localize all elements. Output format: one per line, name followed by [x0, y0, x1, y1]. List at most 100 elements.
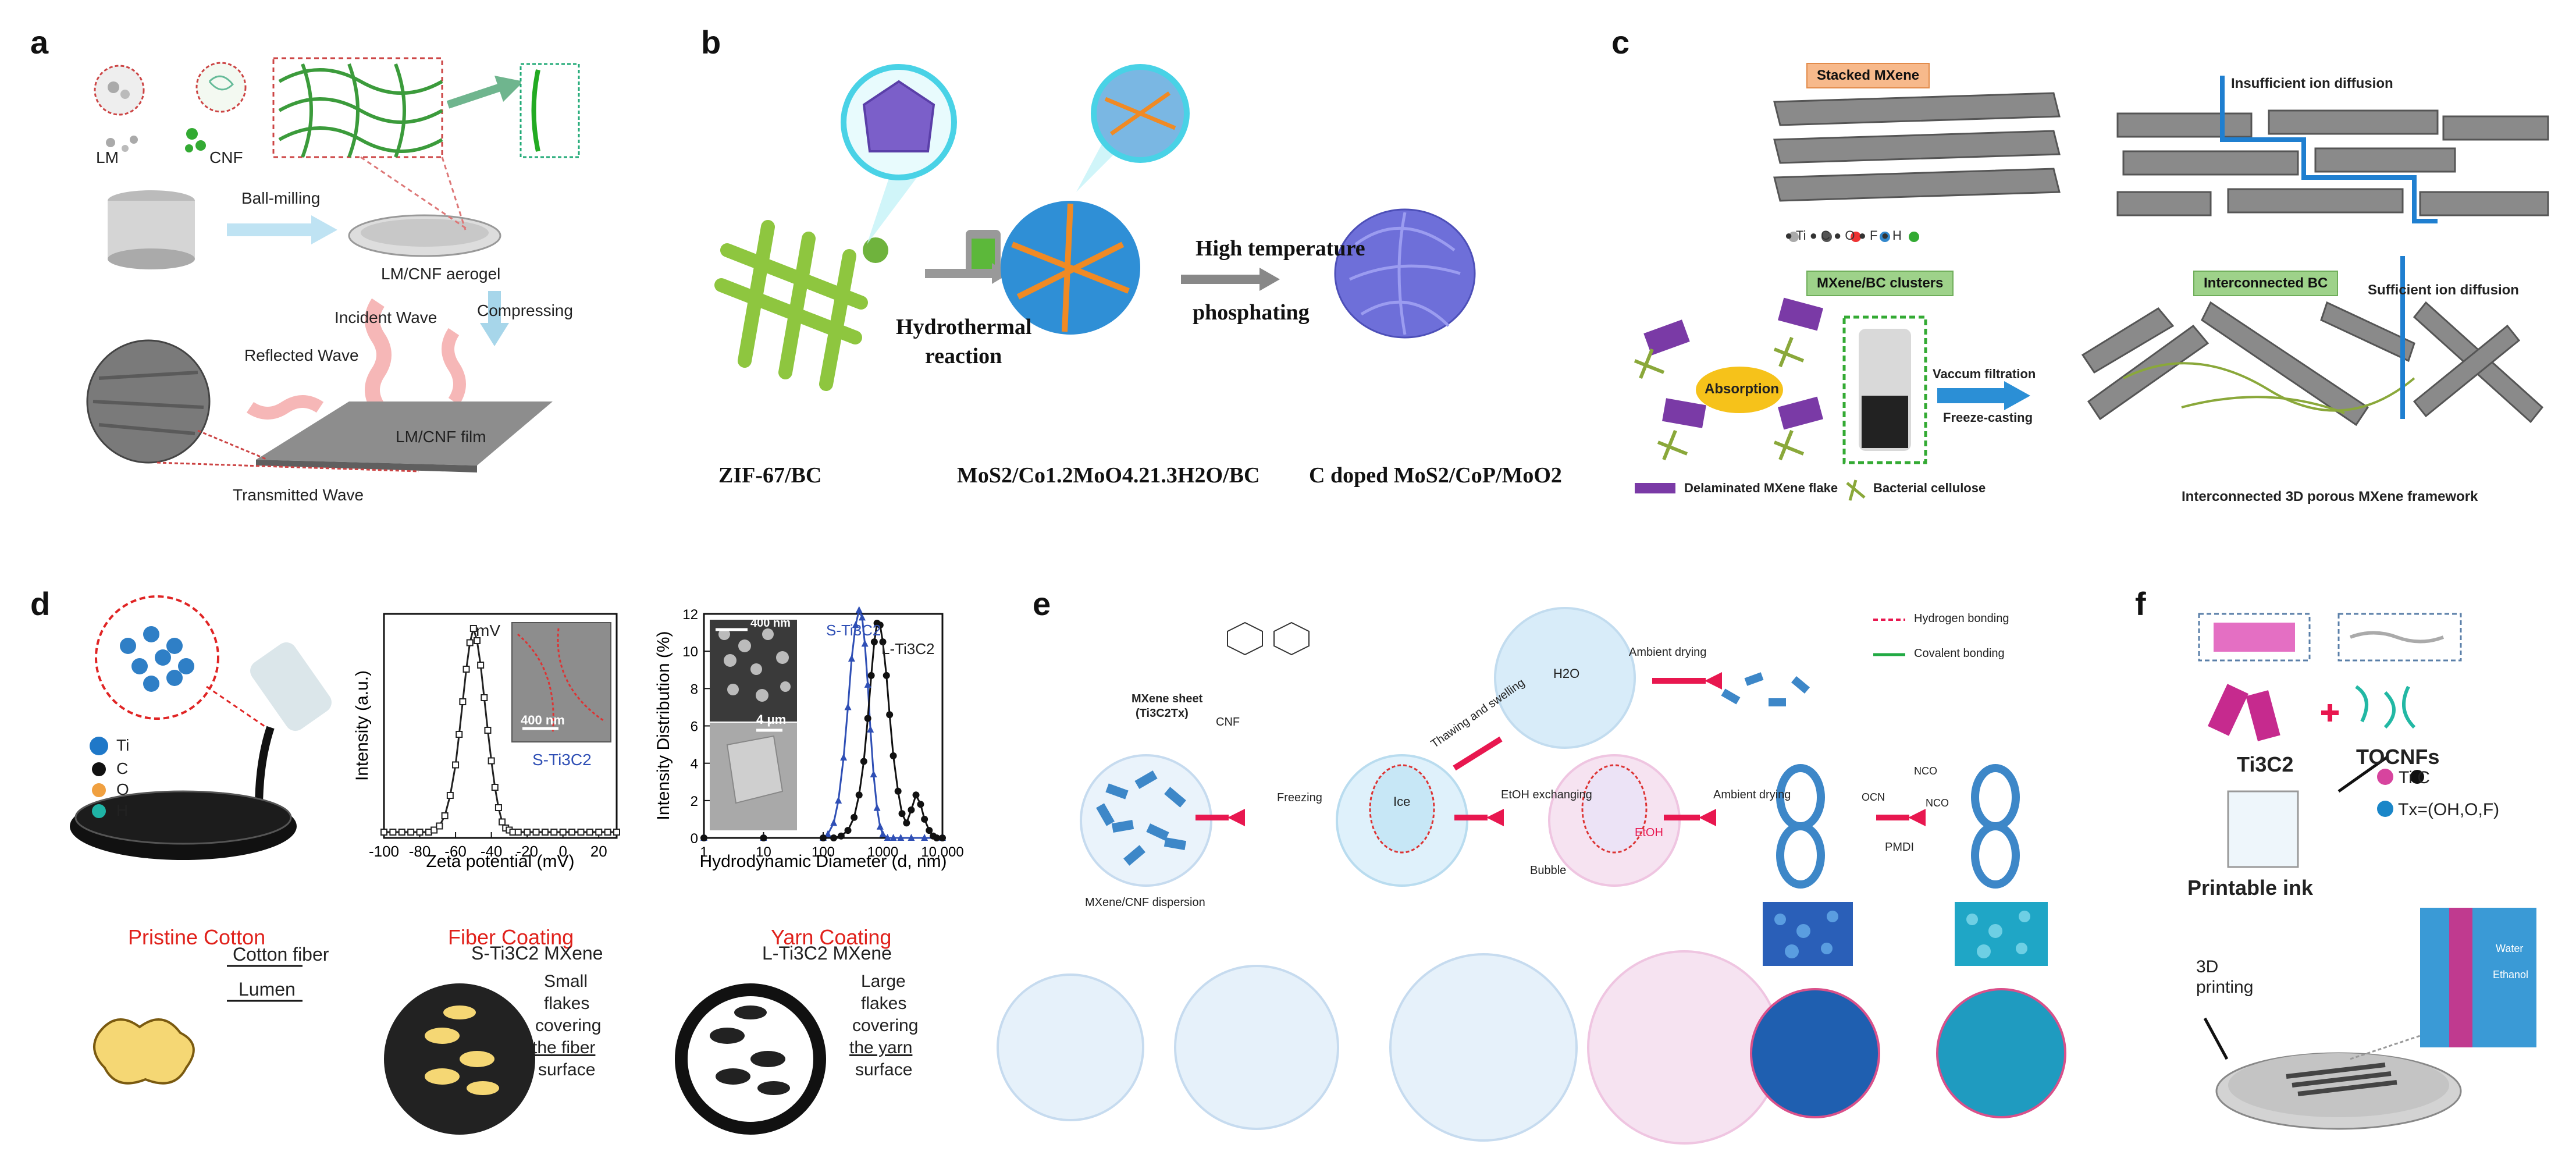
panel-b: b Hydrothermal reaction H — [669, 0, 1600, 559]
s-ti3c2-point — [889, 834, 897, 841]
dls-xtick-label: 10,000 — [921, 844, 963, 860]
dls-ytick-label: 10 — [682, 644, 698, 660]
dls-ytick-label: 2 — [691, 794, 698, 809]
s-ti3c2-point — [864, 680, 871, 688]
scale-400nm: 400 nm — [521, 713, 565, 727]
zeta-point — [430, 826, 438, 834]
zeta-point — [568, 829, 576, 836]
zeta-point — [446, 792, 454, 799]
cnf-label-e: CNF — [1216, 716, 1240, 729]
element-legend: ● Ti ● C ● O ● F ● H — [1785, 228, 1902, 243]
dls-xtick-label: 10 — [756, 844, 771, 860]
absorption-label: Absorption — [1705, 381, 1779, 397]
s-ti3c2-point — [855, 606, 863, 613]
l-ti3c2-point — [926, 827, 933, 834]
zeta-point — [416, 829, 424, 836]
pristine-caption: Pristine Cotton — [128, 925, 266, 949]
hydrogen-bonding-legend: Hydrogen bonding — [1914, 612, 2009, 625]
small-flakes-4: the fiber — [532, 1038, 596, 1057]
mxene-flake — [1111, 819, 1134, 833]
lumen-label: Lumen — [239, 979, 296, 1000]
l-ti3c2-point — [883, 671, 890, 679]
dls-ytick-label: 4 — [691, 756, 698, 772]
s-ti3c2-point — [852, 621, 859, 628]
zeta-point — [541, 829, 549, 836]
panel-label-c: c — [1611, 24, 1630, 61]
small-flakes-2: flakes — [544, 994, 590, 1013]
zeta-point — [481, 694, 488, 701]
framework-label: Interconnected 3D porous MXene framework — [2182, 489, 2478, 504]
zeta-point — [456, 731, 463, 738]
bubble-label: Bubble — [1530, 864, 1567, 877]
l-ti3c2-point — [864, 715, 871, 722]
l-ti3c2-point — [870, 638, 878, 646]
yarn-coating-caption: Yarn Coating — [771, 925, 892, 949]
ambient-drying-1: Ambient drying — [1629, 646, 1707, 659]
mxene-sheet-label: MXene sheet — [1132, 692, 1203, 705]
l-ti3c2-legend: L-Ti3C2 — [881, 640, 935, 658]
zeta-point — [613, 829, 620, 836]
panel-label-f: f — [2135, 585, 2146, 622]
c-legend: C — [116, 759, 129, 777]
s-ti3c2-point — [844, 703, 852, 710]
large-flakes-3: covering — [852, 1016, 919, 1035]
film-label: LM/CNF film — [396, 428, 486, 446]
etoh-exchanging-label: EtOH exchanging — [1501, 788, 1592, 801]
mxene-flake — [1105, 783, 1129, 800]
zeta-point — [469, 625, 477, 632]
zeta-point — [577, 829, 585, 836]
l-mxene-label: L-Ti3C2 MXene — [762, 943, 892, 964]
dispersion-label: MXene/CNF dispersion — [1085, 896, 1205, 909]
scale-4um: 4 μm — [756, 712, 787, 727]
pmdi-label: PMDI — [1885, 841, 1914, 854]
panel-b-illustration — [714, 64, 1476, 391]
compressing-label: Compressing — [477, 301, 573, 319]
s-ti3c2-point — [876, 822, 884, 830]
s-ti3c2-point — [824, 830, 832, 837]
s-ti3c2-point — [840, 754, 848, 761]
l-ti3c2-point — [908, 806, 915, 813]
dls-ytick-label: 12 — [682, 607, 698, 623]
zeta-point — [407, 829, 415, 836]
zif-label: ZIF-67/BC — [718, 463, 822, 488]
zeta-point — [595, 829, 603, 836]
etoh-label: EtOH — [1635, 826, 1663, 839]
panel-label-b: b — [701, 24, 721, 61]
incident-wave-label: Incident Wave — [335, 308, 437, 326]
panel-label-a: a — [30, 24, 49, 61]
l-ti3c2-point — [933, 834, 941, 841]
sufficient-label: Sufficient ion diffusion — [2368, 282, 2519, 298]
panel-c-illustration — [1634, 76, 2549, 501]
zeta-point — [491, 784, 499, 791]
c-doped-label: C doped MoS2/CoP/MoO2 — [1309, 463, 1562, 488]
large-flakes-1: Large — [861, 972, 906, 991]
l-ti3c2-point — [912, 791, 920, 799]
small-flakes-1: Small — [544, 972, 588, 991]
mos2-label: MoS2/Co1.2MoO4.21.3H2O/BC — [957, 463, 1260, 488]
panel-e: e MXene sheet ( — [989, 559, 2094, 1169]
zeta-point — [494, 804, 502, 811]
ti3c2-label: Ti3C2 — [2237, 752, 2294, 776]
l-ti3c2-point — [700, 834, 707, 841]
s-ti3c2-point — [908, 834, 915, 841]
zeta-point — [586, 829, 593, 836]
l-ti3c2-point — [898, 810, 906, 818]
l-ti3c2-point — [889, 752, 897, 759]
zeta-tick-label: -100 — [369, 843, 399, 860]
zeta-point — [477, 662, 485, 669]
hydrothermal-label: Hydrothermal — [896, 315, 1032, 339]
zeta-point — [380, 829, 387, 836]
s-ti3c2-point — [830, 819, 838, 826]
s-ti3c2-point — [870, 770, 877, 777]
aerogel-label: LM/CNF aerogel — [381, 265, 501, 283]
tocnfs-label: TOCNFs — [2356, 745, 2440, 769]
small-flakes-5: surface — [538, 1060, 596, 1079]
mxene-flake — [1164, 787, 1186, 808]
panel-a: a — [0, 0, 582, 559]
l-ti3c2-point — [844, 827, 852, 834]
transmitted-wave-label: Transmitted Wave — [233, 486, 364, 504]
zeta-tick-label: 20 — [590, 843, 607, 860]
